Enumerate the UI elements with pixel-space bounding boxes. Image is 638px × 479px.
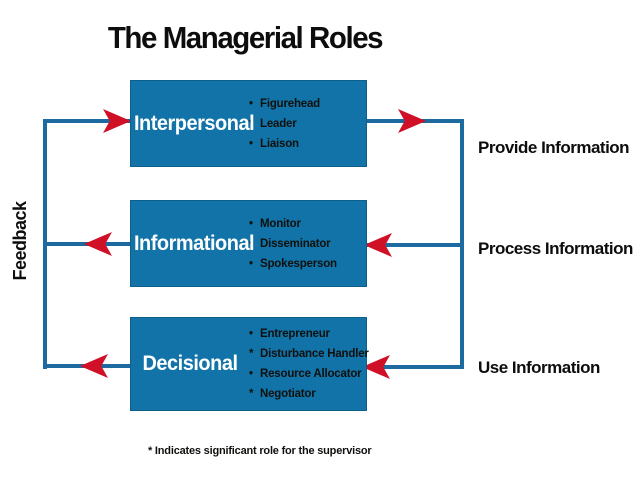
role-item: * Negotiator <box>249 384 369 404</box>
bullet-marker: * <box>249 388 254 400</box>
role-text: Figurehead <box>260 97 320 110</box>
box-label: Decisional <box>142 352 238 375</box>
box-label: Interpersonal <box>133 111 255 135</box>
role-text: Disturbance Handler <box>260 348 369 360</box>
role-text: Spokesperson <box>260 257 337 270</box>
category-box-interpersonal: Interpersonal • Figurehead * Leader • Liais… <box>130 80 367 167</box>
box-label: Informational <box>133 231 255 255</box>
role-text: Entrepreneur <box>260 328 330 340</box>
role-item: • Disseminator <box>249 234 362 254</box>
bullet-marker: * <box>249 117 254 130</box>
bullet-marker: • <box>249 237 253 250</box>
flow-label-process-information: Process Information <box>478 239 633 258</box>
bullet-marker: • <box>249 97 253 110</box>
role-text: Disseminator <box>260 237 331 250</box>
role-text: Negotiator <box>260 388 316 400</box>
role-item: • Monitor <box>249 214 362 234</box>
role-list: • Figurehead * Leader • Liaison <box>249 94 366 154</box>
role-item: * Leader <box>249 114 362 134</box>
feedback-label: Feedback <box>10 201 30 281</box>
role-text: Leader <box>260 117 297 130</box>
role-item: • Liaison <box>249 134 362 154</box>
connector-line <box>43 119 130 123</box>
connector-line <box>367 365 464 369</box>
bullet-marker: • <box>249 328 253 340</box>
role-item: • Figurehead <box>249 94 362 114</box>
bullet-marker: • <box>249 257 253 270</box>
footnote: * Indicates significant role for the sup… <box>148 445 372 457</box>
bullet-marker: • <box>249 368 253 380</box>
role-item: * Disturbance Handler <box>249 344 369 364</box>
role-text: Liaison <box>260 137 299 150</box>
connector-line <box>367 243 464 247</box>
role-text: Resource Allocator <box>260 368 362 380</box>
role-list: • Monitor • Disseminator • Spokesperson <box>249 214 366 274</box>
role-text: Monitor <box>260 217 301 230</box>
flow-label-provide-information: Provide Information <box>478 138 630 157</box>
role-list: • Entrepreneur * Disturbance Handler • Reso… <box>249 324 373 404</box>
role-item: • Spokesperson <box>249 254 362 274</box>
bullet-marker: • <box>249 137 253 150</box>
role-item: • Entrepreneur <box>249 324 369 344</box>
bullet-marker: • <box>249 217 253 230</box>
category-box-informational: Informational • Monitor • Disseminator • Sp… <box>130 200 367 287</box>
bullet-marker: * <box>249 348 254 360</box>
category-box-decisional: Decisional • Entrepreneur * Disturbance Ha… <box>130 317 369 411</box>
flow-label-use-information: Use Information <box>478 358 600 377</box>
page-title: The Managerial Roles <box>107 20 384 55</box>
role-item: • Resource Allocator <box>249 364 369 384</box>
